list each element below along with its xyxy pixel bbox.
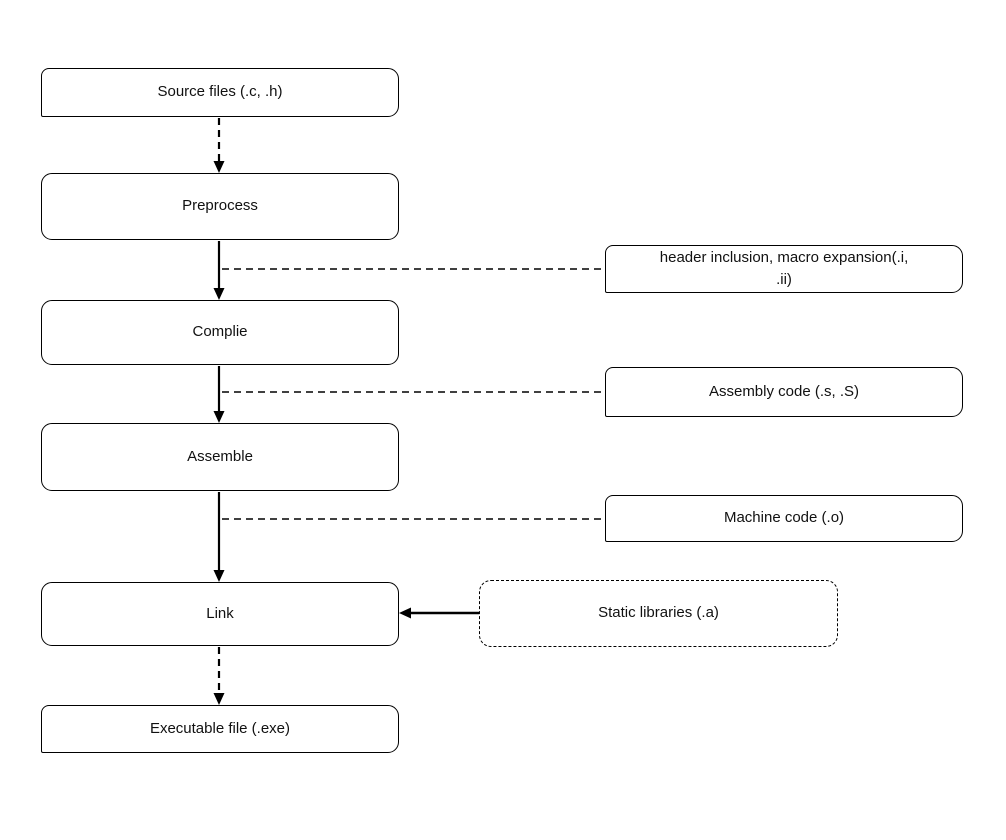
node-assemble-label: Assemble [187, 447, 253, 465]
node-preprocess: Preprocess [41, 173, 399, 240]
edge-assemble-to-link [213, 492, 225, 582]
node-compile-label: Complie [192, 323, 248, 341]
node-assemble: Assemble [41, 423, 399, 491]
node-executable-file: Executable file (.exe) [41, 705, 399, 753]
node-machine-code-label: Machine code (.o) [723, 509, 845, 527]
node-link: Link [41, 582, 399, 646]
node-static-libraries-label: Static libraries (.a) [598, 604, 719, 622]
node-assembly-code-label: Assembly code (.s, .S) [708, 382, 860, 400]
node-header-inclusion-label: header inclusion, macro expansion(.i, .i… [659, 248, 909, 289]
node-source-files: Source files (.c, .h) [41, 68, 399, 117]
edge-source-to-preprocess [213, 118, 225, 173]
node-static-libraries: Static libraries (.a) [479, 580, 838, 647]
node-source-files-label: Source files (.c, .h) [157, 83, 283, 101]
node-compile: Complie [41, 300, 399, 365]
node-header-inclusion: header inclusion, macro expansion(.i, .i… [605, 245, 963, 293]
node-machine-code: Machine code (.o) [605, 495, 963, 542]
edge-link-to-executable [213, 647, 225, 705]
node-link-label: Link [206, 604, 234, 622]
edge-static-libraries-to-link [399, 607, 479, 619]
node-preprocess-label: Preprocess [182, 197, 258, 215]
edge-compile-to-assemble [213, 366, 225, 423]
node-executable-file-label: Executable file (.exe) [149, 719, 291, 737]
node-assembly-code: Assembly code (.s, .S) [605, 367, 963, 417]
edge-preprocess-to-compile [213, 241, 225, 300]
